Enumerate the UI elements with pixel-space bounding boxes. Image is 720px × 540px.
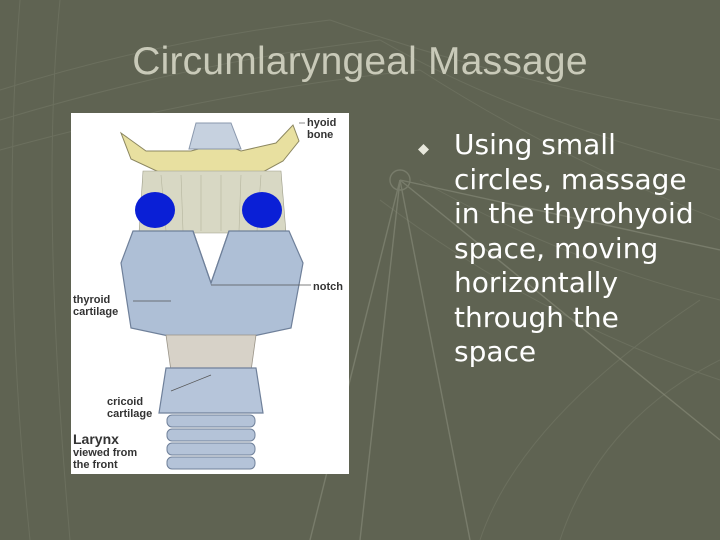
hyoid-bone-label-line2: bone xyxy=(307,129,334,141)
thyroid-cartilage-label-line1: thyroid xyxy=(73,294,111,306)
diamond-bullet-icon xyxy=(418,144,429,155)
figure-caption: Larynx viewed from the front xyxy=(73,431,138,472)
larynx-illustration xyxy=(119,122,311,470)
cricoid-cartilage-label-line1: cricoid xyxy=(107,396,144,408)
cricoid-cartilage-label: cricoid cartilage xyxy=(107,396,152,420)
larynx-diagram: hyoid bone notch thyroid cartilage crico… xyxy=(71,113,349,474)
cricoid-cartilage-label-line2: cartilage xyxy=(107,408,153,420)
notch-label: notch xyxy=(313,281,343,293)
figure-caption-line3: the front xyxy=(73,459,118,471)
figure-caption-line2: viewed from xyxy=(73,447,138,459)
hyoid-bone-label: hyoid bone xyxy=(307,117,336,141)
hyoid-bone-label-line1: hyoid xyxy=(307,117,337,129)
massage-marker-right xyxy=(242,192,282,228)
bullet-text: Using small circles, massage in the thyr… xyxy=(454,128,694,368)
massage-marker-left xyxy=(135,192,175,228)
slide-title: Circumlaryngeal Massage xyxy=(132,40,588,83)
figure-caption-line1: Larynx xyxy=(73,431,119,447)
thyroid-cartilage-label: thyroid cartilage xyxy=(73,294,118,318)
thyroid-cartilage-label-line2: cartilage xyxy=(73,306,119,318)
